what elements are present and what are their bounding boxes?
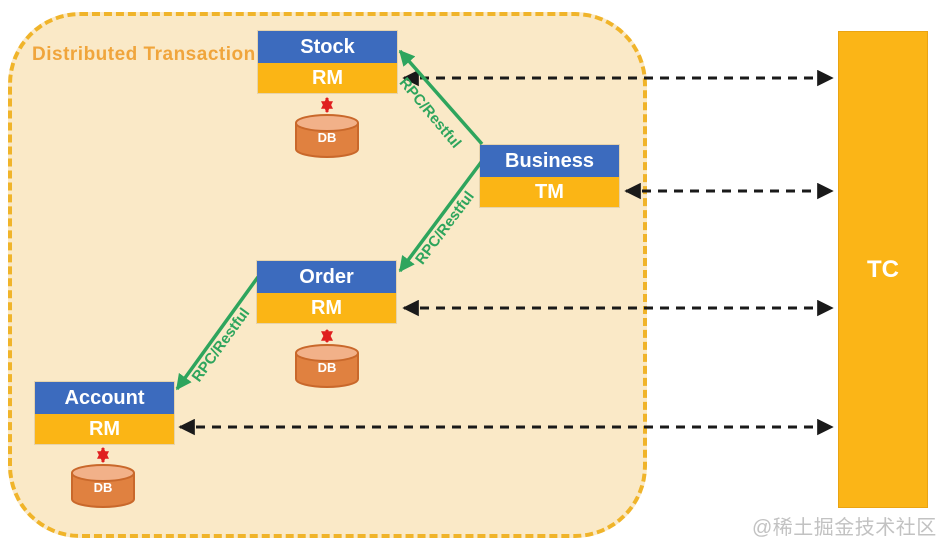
watermark: @稀土掘金技术社区 (752, 517, 937, 539)
service-node-business: Business TM (480, 145, 619, 207)
database-label-order: DB (317, 360, 337, 375)
transaction-manager-label-business: TM (480, 177, 619, 207)
resource-manager-label-account: RM (35, 414, 174, 444)
database-icon (71, 464, 135, 508)
rpc-arrow-order-account (175, 275, 260, 391)
resource-manager-label-order: RM (257, 293, 396, 323)
database-icon (295, 114, 359, 158)
service-node-stock: Stock RM (258, 31, 397, 93)
service-name-business: Business (480, 145, 619, 177)
service-name-stock: Stock (258, 31, 397, 63)
database-icon (295, 344, 359, 388)
service-node-account: Account RM (35, 382, 174, 444)
transaction-coordinator-label: TC (867, 255, 899, 283)
service-node-order: Order RM (257, 261, 396, 323)
diagram-title: Distributed Transaction (32, 44, 256, 65)
database-stock: DB (293, 114, 361, 160)
resource-manager-label-stock: RM (258, 63, 397, 93)
transaction-coordinator: TC (838, 31, 928, 508)
service-name-order: Order (257, 261, 396, 293)
database-label-stock: DB (317, 130, 337, 145)
rpc-arrow-business-stock (398, 49, 484, 146)
database-order: DB (293, 344, 361, 390)
database-account: DB (69, 464, 137, 510)
database-label-account: DB (93, 480, 113, 495)
service-name-account: Account (35, 382, 174, 414)
rpc-arrow-business-order (398, 159, 484, 273)
